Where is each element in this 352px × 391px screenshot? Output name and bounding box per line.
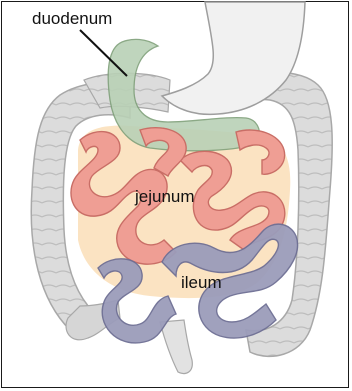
jejunum-label: jejunum [135,187,195,207]
duodenum-label: duodenum [32,9,112,29]
ileum-label: ileum [181,273,222,293]
